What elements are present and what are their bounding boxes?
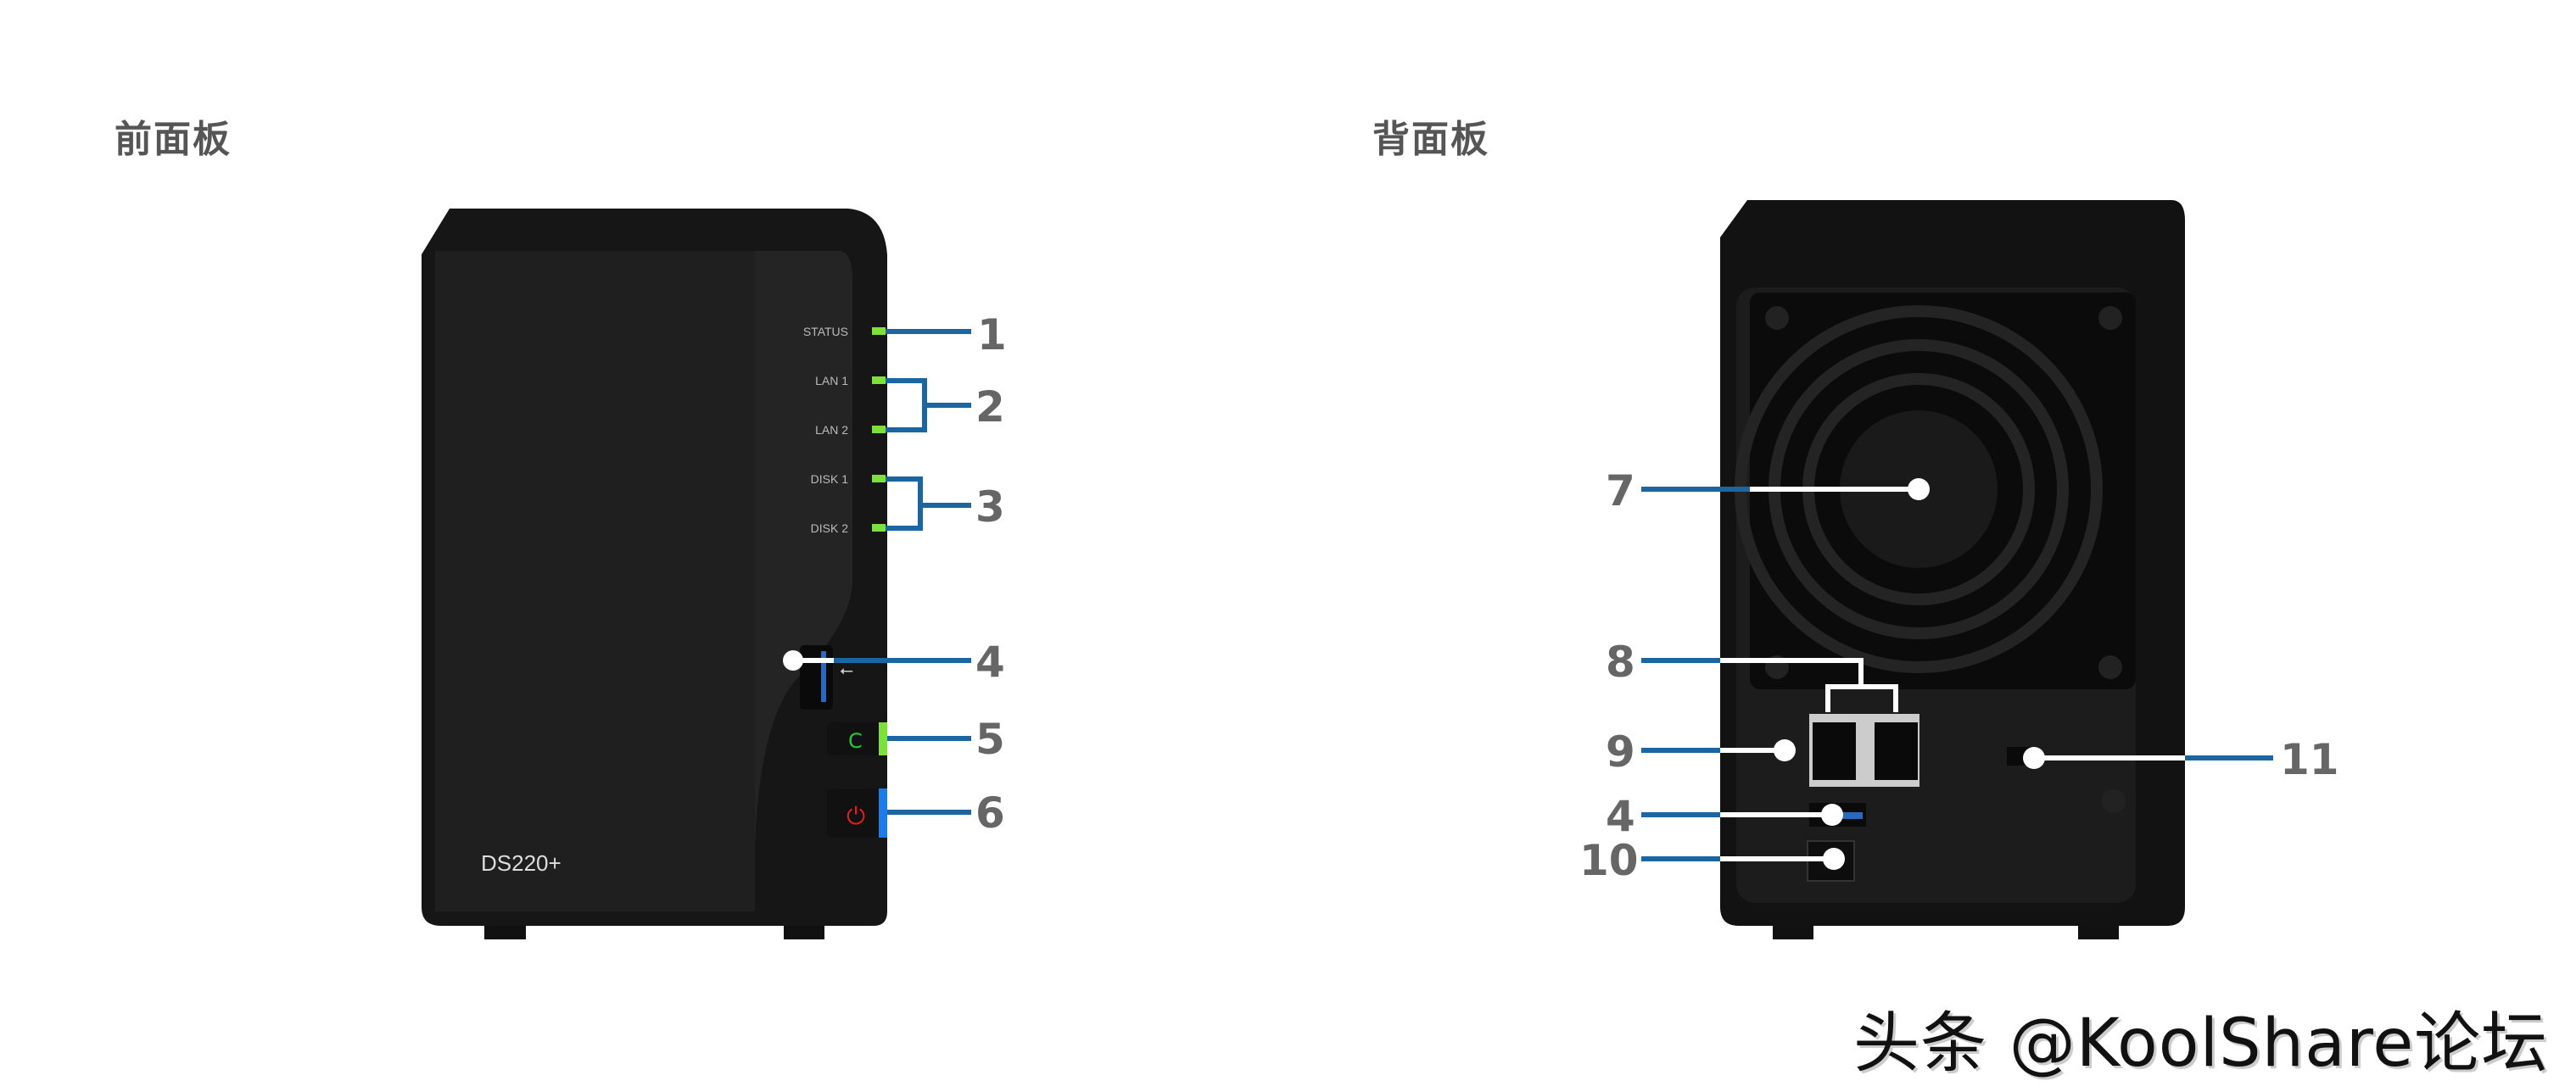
front-usb-port (800, 645, 833, 710)
screw-icon (2098, 655, 2122, 679)
screw-icon (2102, 789, 2126, 813)
led-label-status: STATUS (803, 325, 848, 338)
screw-icon (2098, 306, 2122, 330)
lan2-port (1875, 722, 1918, 780)
copy-icon: C (848, 729, 863, 753)
callout-7: 7 (1606, 466, 1635, 515)
usb-icon: ⭠ (840, 660, 853, 680)
front-cover (435, 251, 852, 911)
usb-callout-dot (783, 650, 803, 671)
led-label-disk2: DISK 2 (811, 521, 849, 535)
watermark: 头条 @KoolShare论坛 (1853, 1006, 2549, 1082)
callout-4-front: 4 (975, 638, 1005, 687)
led-panel: STATUS LAN 1 LAN 2 DISK 1 DISK 2 (803, 325, 886, 535)
led-label-lan1: LAN 1 (815, 374, 848, 387)
callout-11: 11 (2280, 735, 2339, 784)
screw-icon (1765, 306, 1789, 330)
callout-5: 5 (975, 715, 1005, 764)
callout-6: 6 (975, 788, 1005, 838)
callout-4-back: 4 (1606, 792, 1635, 841)
led-disk2 (872, 524, 886, 532)
front-panel-title: 前面板 (115, 118, 232, 161)
callout-9: 9 (1606, 727, 1635, 777)
power-icon: ⏻ (847, 802, 865, 830)
callout-2: 2 (975, 382, 1005, 432)
callout-3: 3 (975, 482, 1005, 532)
led-lan1 (872, 376, 886, 384)
callout-8: 8 (1606, 638, 1635, 687)
back-leader-lines-inner (1720, 487, 2185, 861)
led-status (872, 327, 886, 335)
copy-button (827, 722, 886, 755)
led-lan2 (872, 426, 886, 433)
led-disk1 (872, 475, 886, 482)
model-label: DS220+ (481, 850, 562, 876)
led-label-disk1: DISK 1 (811, 472, 849, 486)
front-device: ⭠ C ⏻ DS220+ (422, 209, 887, 939)
front-leader-lines (834, 329, 971, 815)
back-device (1720, 200, 2185, 939)
led-label-lan2: LAN 2 (815, 423, 848, 437)
callout-10: 10 (1579, 836, 1639, 885)
lan1-port (1813, 722, 1856, 780)
callout-1: 1 (977, 310, 1007, 359)
back-panel-title: 背面板 (1372, 118, 1489, 161)
power-button (827, 788, 886, 838)
back-leader-lines-outer (1641, 487, 2273, 861)
